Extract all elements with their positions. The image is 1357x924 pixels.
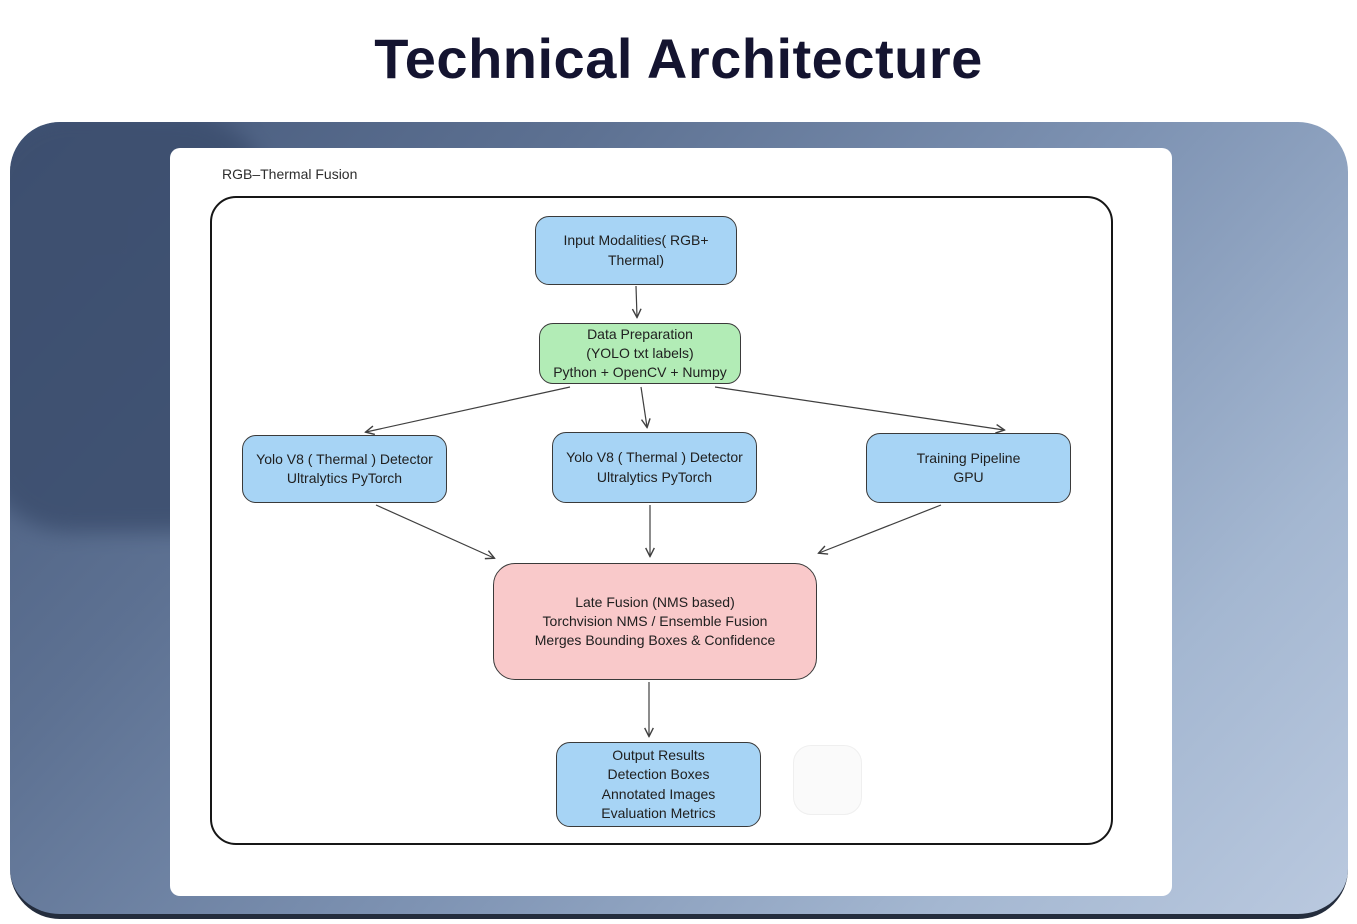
node-yolo-thermal-detector-left: Yolo V8 ( Thermal ) Detector Ultralytics… — [242, 435, 447, 503]
node-output-results: Output Results Detection Boxes Annotated… — [556, 742, 761, 827]
node-yolo-thermal-detector-center: Yolo V8 ( Thermal ) Detector Ultralytics… — [552, 432, 757, 503]
node-input-modalities: Input Modalities( RGB+ Thermal) — [535, 216, 737, 285]
node-data-preparation: Data Preparation (YOLO txt labels) Pytho… — [539, 323, 741, 384]
watermark-placeholder — [793, 745, 862, 815]
node-training-pipeline: Training Pipeline GPU — [866, 433, 1071, 503]
node-late-fusion: Late Fusion (NMS based) Torchvision NMS … — [493, 563, 817, 680]
diagram-canvas: RGB–Thermal Fusion Input Modalities( RGB… — [170, 148, 1172, 896]
page-title: Technical Architecture — [374, 27, 983, 90]
diagram-label: RGB–Thermal Fusion — [222, 166, 358, 182]
diagram-frame — [210, 196, 1113, 845]
